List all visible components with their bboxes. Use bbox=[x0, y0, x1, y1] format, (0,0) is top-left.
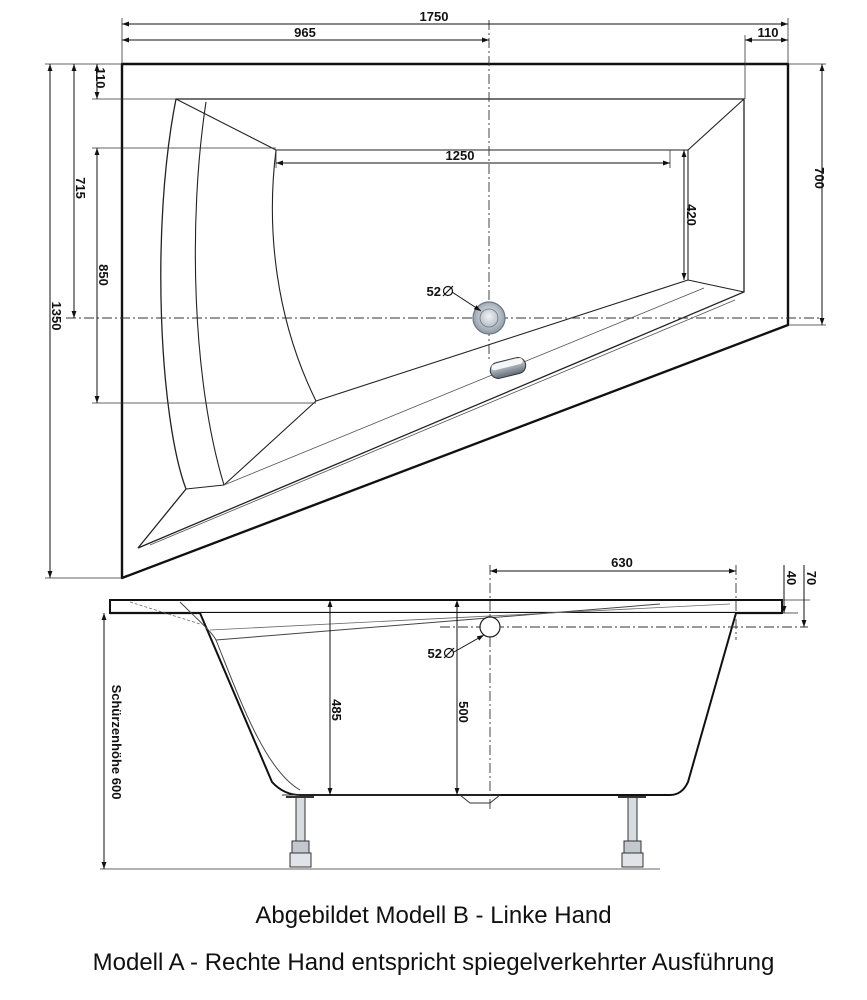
dim-right-height: 700 bbox=[812, 167, 827, 189]
dim-basin-depth: 850 bbox=[96, 264, 111, 286]
drain-leader-line bbox=[451, 291, 482, 312]
dim-floor-width: 420 bbox=[684, 204, 699, 226]
dim-top-rim: 110 bbox=[93, 68, 108, 89]
dim-water-depth: 500 bbox=[456, 701, 471, 723]
dim-overall-depth: 1350 bbox=[49, 302, 64, 331]
drain-icon bbox=[472, 301, 506, 335]
overflow-icon bbox=[489, 357, 527, 379]
leg-left bbox=[286, 796, 314, 868]
caption-model-b: Abgebildet Modell B - Linke Hand bbox=[255, 902, 612, 929]
tub-outer-outline bbox=[120, 62, 790, 580]
dim-right-rim: 110 bbox=[758, 25, 779, 40]
dim-drain-offset: 630 bbox=[611, 555, 633, 570]
diameter-icon bbox=[442, 285, 454, 297]
backrest-curve-outer bbox=[194, 101, 225, 486]
dim-floor-length: 1250 bbox=[446, 148, 475, 163]
dim-inner-depth: 715 bbox=[73, 177, 88, 199]
side-view: 630 40 70 485 500 Schürzenhöhe 600 52 bbox=[100, 555, 819, 870]
dim-overflow-height: 70 bbox=[804, 571, 819, 585]
side-drain-diameter-label: 52 bbox=[428, 646, 442, 661]
top-view: 1750 965 110 1250 110 715 850 1350 700 4… bbox=[45, 9, 827, 580]
dim-apron-height: Schürzenhöhe 600 bbox=[109, 685, 124, 800]
dim-inner-depth-side: 485 bbox=[329, 699, 344, 721]
side-diameter-icon bbox=[443, 647, 455, 659]
caption-model-a: Modell A - Rechte Hand entspricht spiege… bbox=[92, 949, 775, 976]
tub-inner-rim bbox=[137, 98, 745, 549]
dim-overall-width: 1750 bbox=[420, 9, 449, 24]
dim-center-offset: 965 bbox=[294, 25, 316, 40]
drain-diameter-label: 52 bbox=[427, 284, 441, 299]
dim-rim-thickness: 40 bbox=[784, 571, 799, 585]
backrest-curve-inner bbox=[271, 149, 317, 402]
leg-right bbox=[618, 796, 646, 868]
side-overflow-icon bbox=[479, 616, 501, 638]
